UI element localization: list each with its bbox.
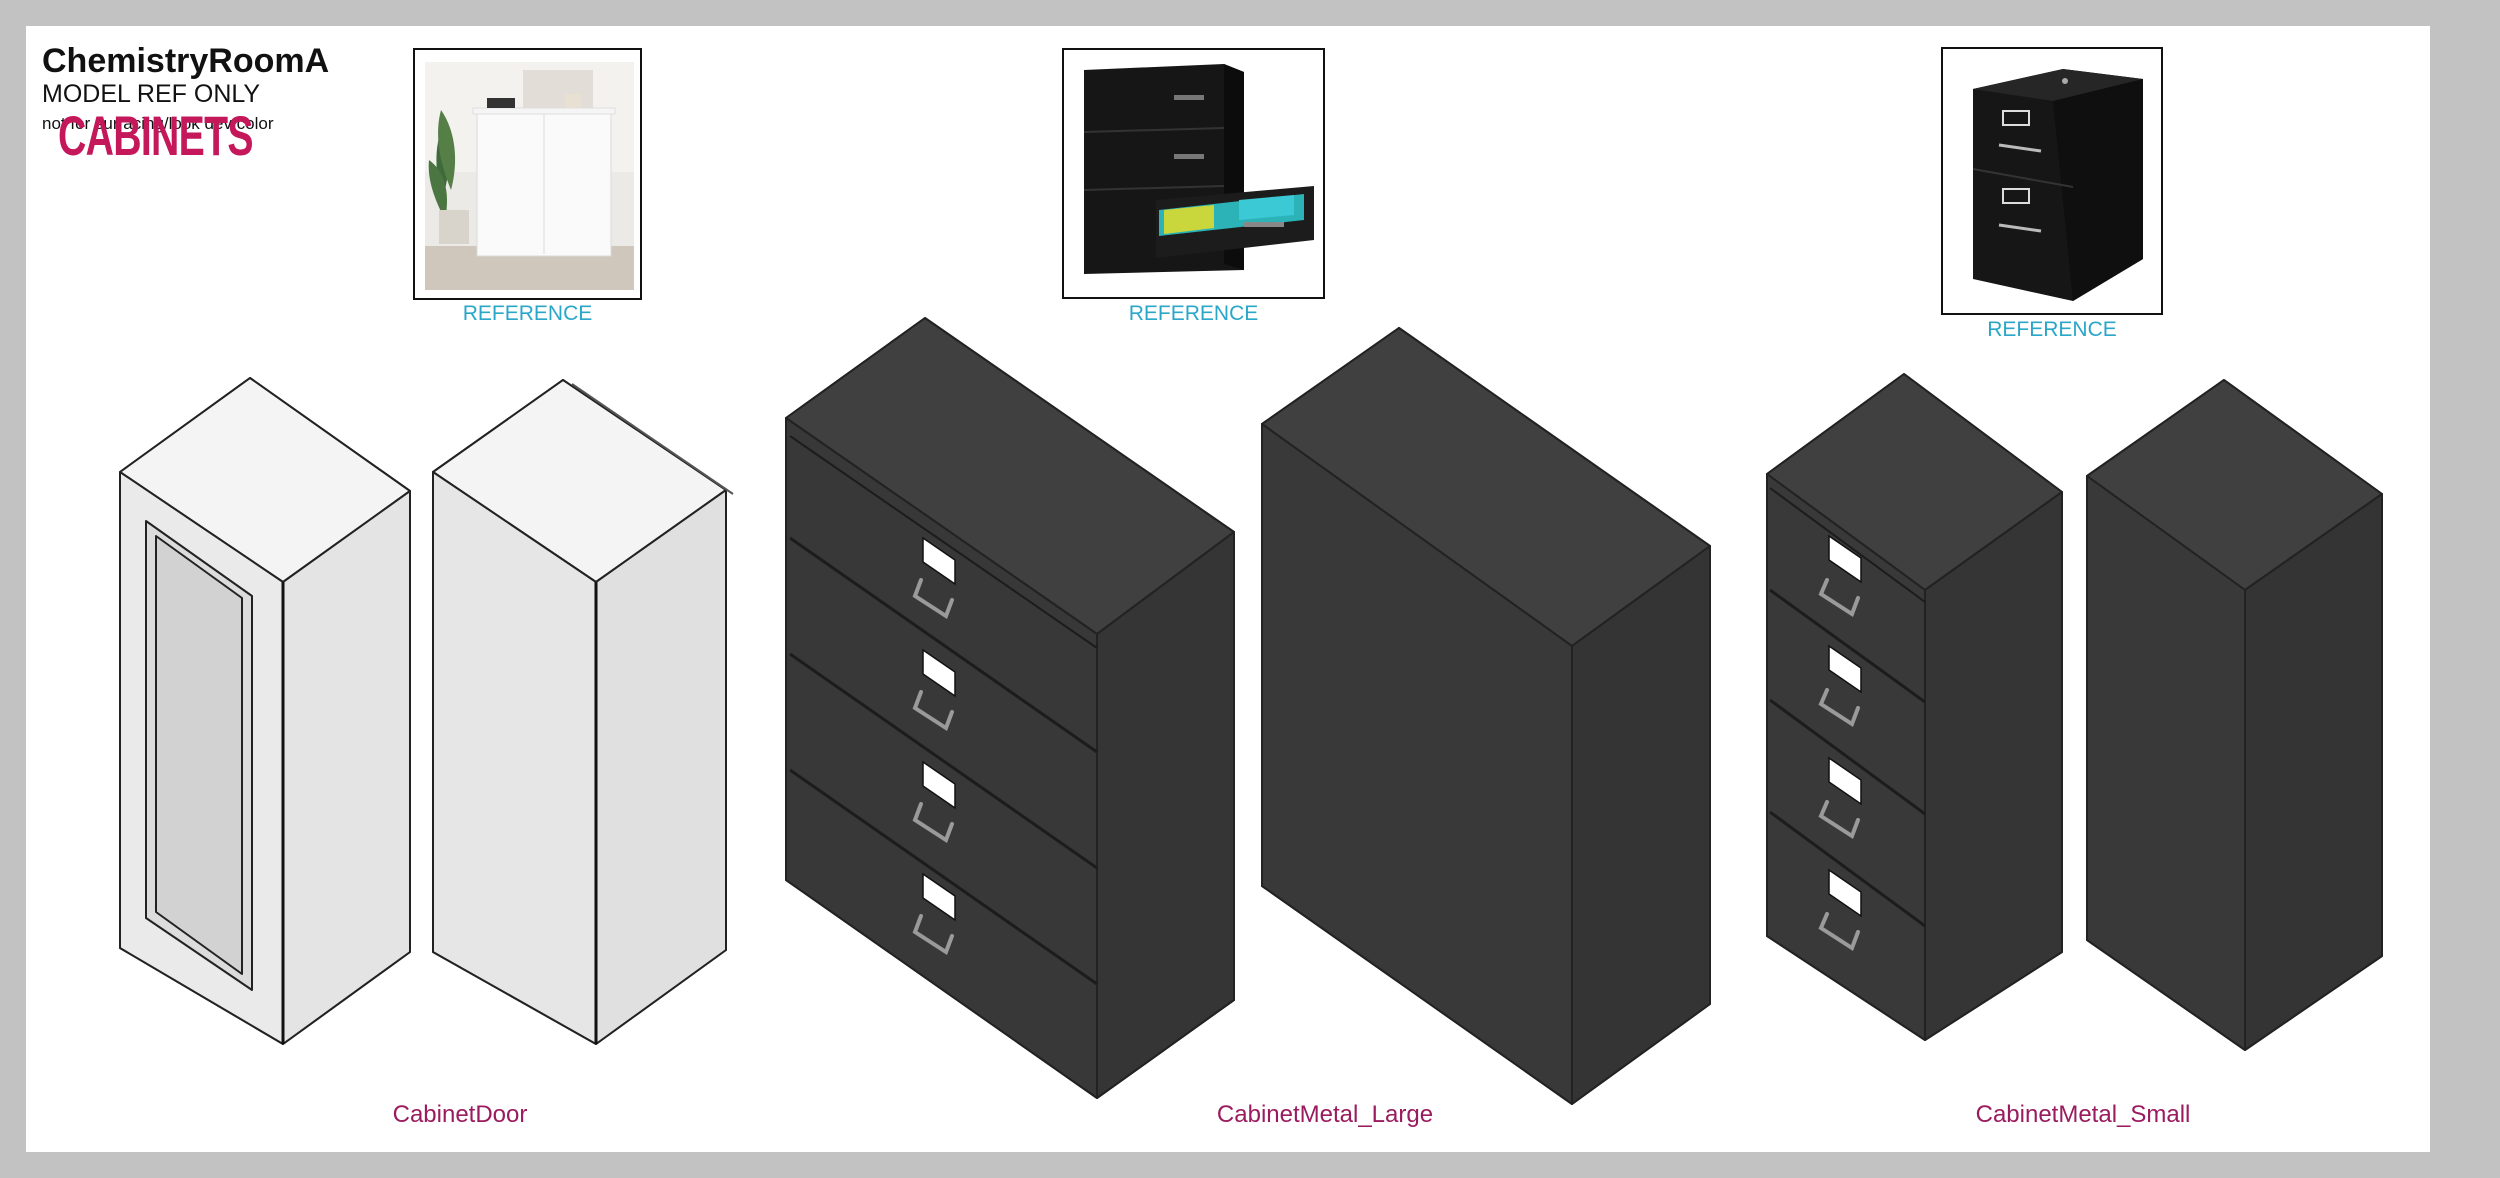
large-drawer-hardware	[922, 536, 956, 922]
lateral-file-photo	[1083, 64, 1314, 274]
handle-icon	[1818, 800, 1860, 840]
cabinet-door-front-view	[119, 377, 411, 1045]
handle-icon	[1818, 688, 1860, 728]
cabinet-metal-small-back-view	[2086, 379, 2383, 1051]
label-plate-icon	[922, 648, 956, 698]
cabinet-metal-small-front-view	[1766, 373, 2063, 1041]
label-plate-icon	[1828, 644, 1862, 694]
label-plate-icon	[1828, 756, 1862, 806]
small-drawer-handles	[1818, 578, 1860, 952]
large-drawer-handles	[912, 578, 954, 956]
cabinet-door-back-view	[432, 379, 734, 1045]
reference-label-2: REFERENCE	[1128, 302, 1259, 325]
title-block: ChemistryRoomA MODEL REF ONLY not for su…	[42, 42, 329, 138]
handle-icon	[912, 578, 954, 620]
vertical-file-photo	[1972, 69, 2143, 301]
reference-label-3: REFERENCE	[1987, 318, 2117, 341]
white-cabinet-photo	[425, 62, 634, 290]
label-plate-icon	[1828, 868, 1862, 918]
model-label-cabinet-metal-large: CabinetMetal_Large	[1216, 1101, 1434, 1128]
model-label-cabinet-door: CabinetDoor	[392, 1101, 528, 1128]
label-plate-icon	[922, 872, 956, 922]
handle-icon	[912, 802, 954, 844]
small-drawer-hardware	[1828, 534, 1862, 918]
reference-image-lateral-file	[1062, 48, 1325, 299]
sheet-title: ChemistryRoomA	[42, 42, 330, 80]
reference-image-white-cabinet	[413, 48, 642, 300]
cabinet-metal-large-back-view	[1261, 327, 1711, 1105]
handle-icon	[912, 914, 954, 956]
label-plate-icon	[922, 760, 956, 810]
reference-label-1: REFERENCE	[462, 302, 593, 325]
handle-icon	[912, 690, 954, 732]
label-plate-icon	[922, 536, 956, 586]
sheet-subtitle: MODEL REF ONLY	[42, 80, 261, 108]
cabinet-metal-large-front-view	[785, 317, 1235, 1099]
category-title: CABINETS	[58, 104, 253, 167]
handle-icon	[1818, 578, 1860, 618]
reference-image-vertical-file	[1941, 47, 2163, 315]
label-plate-icon	[1828, 534, 1862, 584]
handle-icon	[1818, 912, 1860, 952]
model-label-cabinet-metal-small: CabinetMetal_Small	[1975, 1101, 2191, 1128]
sheet-note: not for surfacing/look dev/color	[42, 114, 274, 133]
